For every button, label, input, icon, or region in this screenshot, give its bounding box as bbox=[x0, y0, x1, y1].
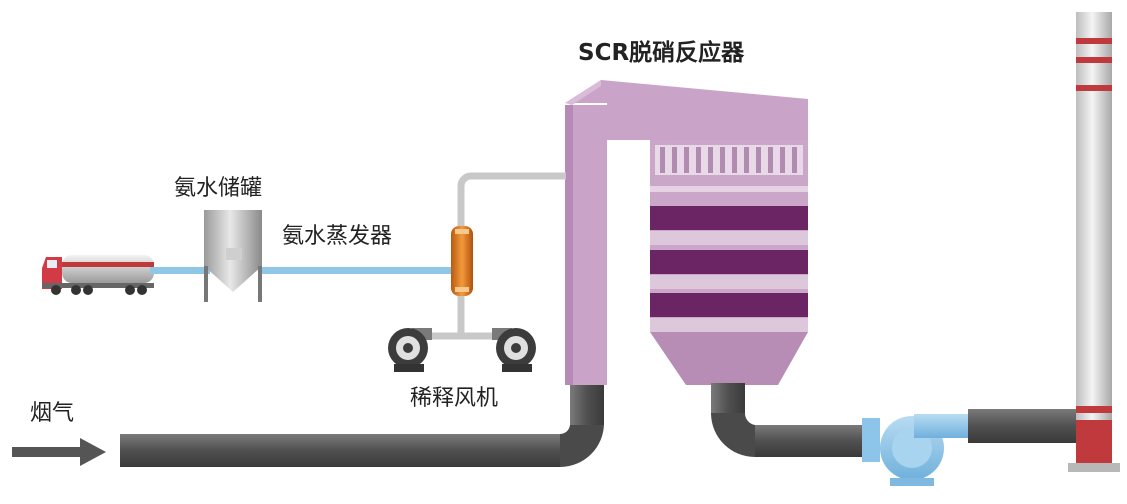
flue-inlet-pipe bbox=[120, 383, 604, 467]
catalyst-layer-1 bbox=[650, 206, 808, 230]
ammonia-evaporator bbox=[451, 226, 473, 296]
dilution-air-line bbox=[430, 172, 566, 340]
flue-outlet-pipe bbox=[711, 383, 873, 457]
catalyst-layer-3 bbox=[650, 293, 808, 317]
flow-rectifier-grid bbox=[655, 145, 803, 175]
reactor-title-label: SCR脱硝反应器 bbox=[578, 40, 745, 66]
scr-reactor bbox=[565, 80, 808, 385]
ammonia-tank-label: 氨水储罐 bbox=[174, 176, 263, 201]
ammonia-feed-line bbox=[150, 267, 210, 274]
blower-fan-icon bbox=[388, 328, 432, 372]
chimney-icon bbox=[1068, 12, 1120, 472]
flue-gas-label: 烟气 bbox=[30, 401, 75, 426]
centrifugal-fan-icon bbox=[862, 414, 970, 486]
ammonia-storage-tank bbox=[204, 210, 262, 302]
blower-fan-icon bbox=[492, 328, 536, 372]
stack-inlet-duct bbox=[968, 409, 1078, 443]
ammonia-transfer-line bbox=[262, 267, 454, 274]
dilution-fan-label: 稀释风机 bbox=[410, 386, 499, 411]
tanker-truck-icon bbox=[42, 255, 154, 295]
flow-arrow-icon bbox=[12, 438, 106, 466]
ammonia-evaporator-label: 氨水蒸发器 bbox=[282, 224, 393, 249]
catalyst-layer-2 bbox=[650, 250, 808, 274]
